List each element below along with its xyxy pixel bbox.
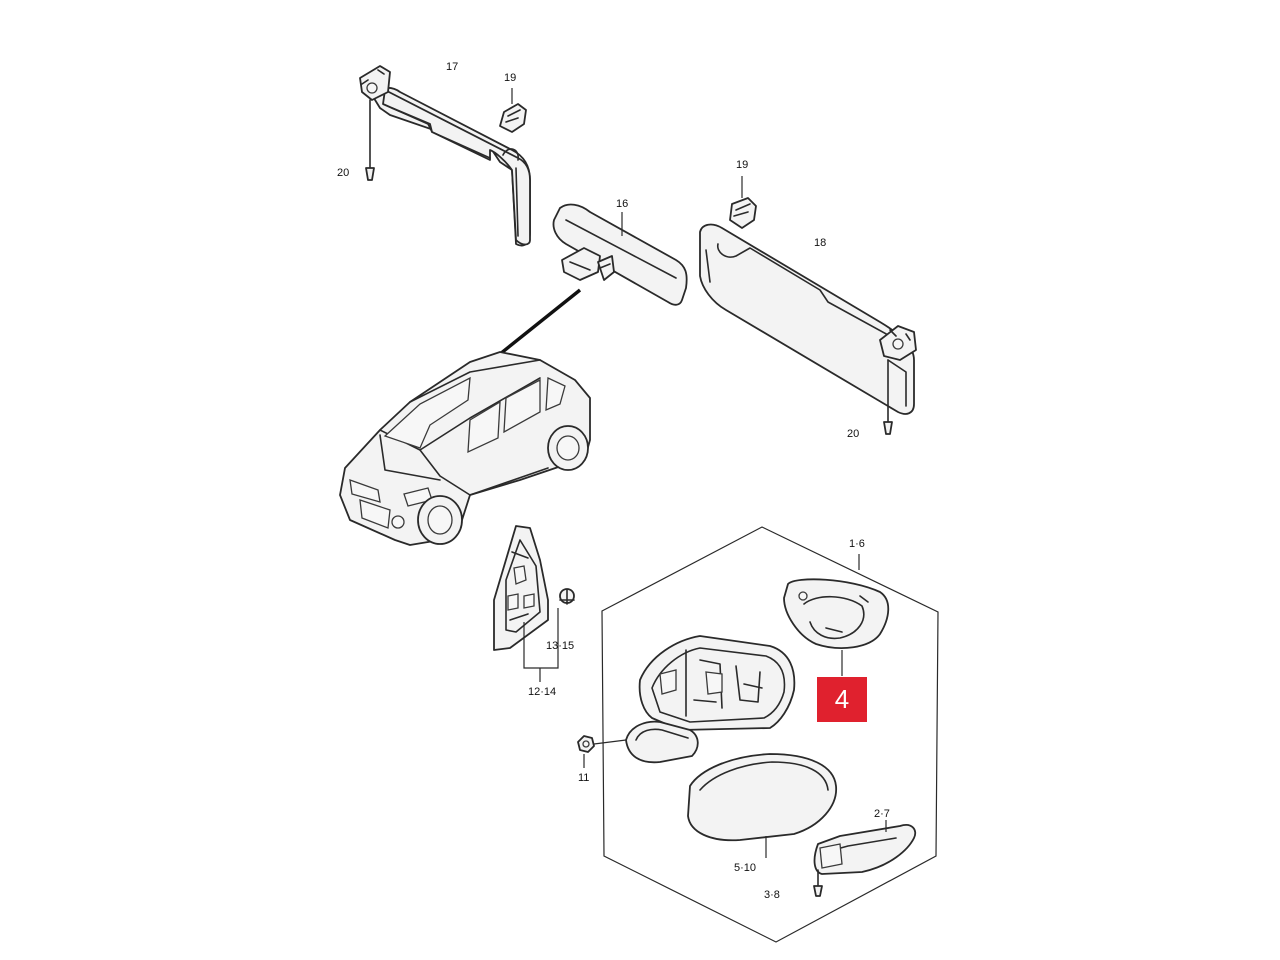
left-visor-hinge [359,65,391,101]
label-19-right: 19 [736,159,748,171]
label-2-7: 2·7 [874,808,890,820]
rear-view-mirror [552,203,688,306]
garnish-clip [559,588,575,605]
right-sun-visor [699,223,915,415]
label-13-15: 13·15 [546,640,574,652]
assembly-frame [601,526,939,943]
right-visor-hinge [879,325,917,361]
mirror-glass [783,578,890,676]
label-12-14: 12·14 [528,686,556,698]
garnish-leaders [523,608,559,682]
left-visor-clip [499,88,527,133]
mirror-housing-frame [625,635,796,764]
label-1-6: 1·6 [849,538,865,550]
label-16: 16 [616,198,628,210]
left-sun-visor [371,86,531,247]
mounting-nut [577,735,627,768]
highlight-callout-badge: 4 [817,677,867,722]
left-visor-screw [365,99,375,181]
label-18: 18 [814,237,826,249]
label-20-left: 20 [337,167,349,179]
label-11: 11 [578,772,589,784]
label-3-8: 3·8 [764,889,780,901]
label-19-left: 19 [504,72,516,84]
door-garnish [493,525,549,651]
vehicle-outline [339,351,591,546]
label-20-right: 20 [847,428,859,440]
mirror-cover [687,753,837,858]
turn-signal-lamp [813,820,917,897]
right-visor-clip [729,176,757,229]
label-17: 17 [446,61,458,73]
label-5-10: 5·10 [734,862,756,874]
right-visor-screw [883,359,893,435]
